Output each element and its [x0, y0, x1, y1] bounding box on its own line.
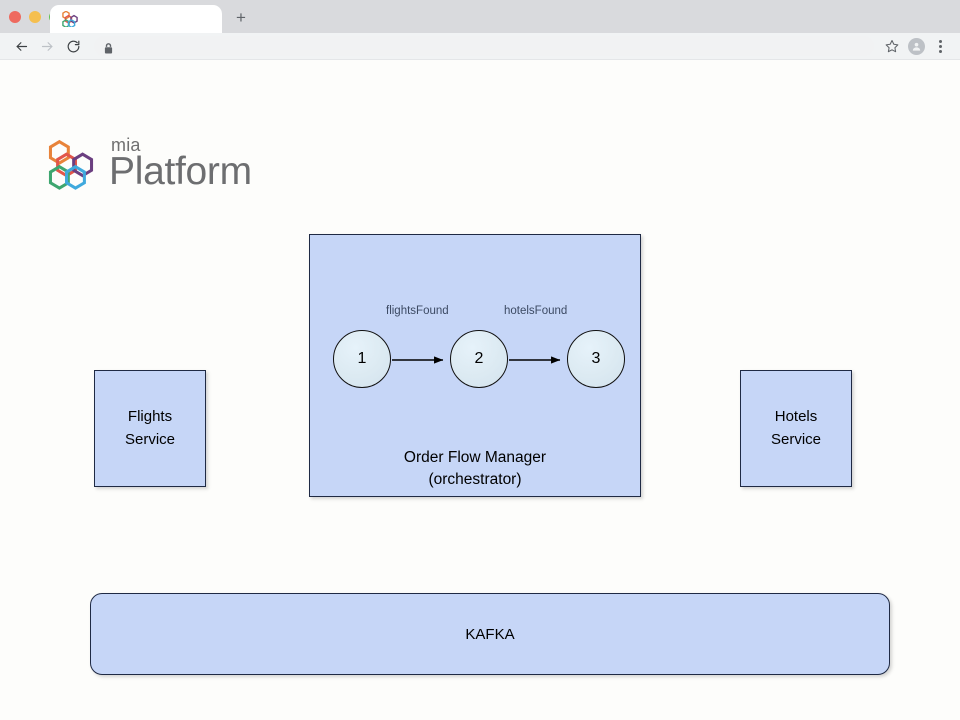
state-node-3: 3: [567, 330, 625, 388]
flights-service-label-line1: Flights: [127, 408, 173, 426]
state-node-1-label: 1: [357, 350, 367, 368]
order-flow-manager-label-line1: Order Flow Manager: [403, 449, 547, 466]
state-node-2: 2: [450, 330, 508, 388]
kafka-bus-box: KAFKA: [90, 593, 890, 675]
mia-platform-logo: mia Platform: [46, 136, 252, 191]
reload-icon[interactable]: [60, 33, 86, 59]
state-machine: 1 2 3 flightsFound hotelsFound: [310, 305, 640, 390]
close-window-button[interactable]: [9, 10, 21, 23]
edge-label-flights-found: flightsFound: [386, 305, 449, 317]
state-node-3-label: 3: [591, 350, 601, 368]
address-bar[interactable]: [94, 36, 874, 56]
hotels-service-label-line2: Service: [770, 430, 822, 448]
state-node-1: 1: [333, 330, 391, 388]
tab-favicon-icon: [62, 10, 78, 29]
edge-label-hotels-found: hotelsFound: [504, 305, 568, 317]
architecture-diagram: Flights Service: [0, 60, 960, 720]
tab-strip: +: [0, 0, 960, 33]
avatar: [907, 37, 925, 55]
browser-tab[interactable]: [50, 5, 222, 33]
profile-avatar-icon[interactable]: [904, 34, 928, 58]
star-icon[interactable]: [880, 34, 904, 58]
state-transition-arrows: [392, 356, 561, 364]
minimize-window-button[interactable]: [29, 10, 41, 23]
logo-platform-text: Platform: [109, 150, 252, 193]
back-icon[interactable]: [8, 33, 34, 59]
kebab-dots: [938, 39, 942, 53]
state-node-2-label: 2: [474, 350, 484, 368]
mia-platform-hexagons-icon: [46, 138, 96, 190]
flights-service-box: Flights Service: [94, 370, 206, 487]
logo-mia-text: mia: [111, 135, 141, 155]
order-flow-manager-label-line2: (orchestrator): [428, 471, 522, 489]
new-tab-button[interactable]: +: [236, 7, 246, 27]
page-content: mia Platform Flights Service: [0, 60, 960, 720]
browser-toolbar: [0, 33, 960, 60]
kafka-label: KAFKA: [465, 625, 515, 643]
hotels-service-box: Hotels Service: [740, 370, 852, 487]
forward-icon[interactable]: [34, 33, 60, 59]
order-flow-manager-caption: Order Flow Manager (orchestrator): [310, 447, 640, 492]
flights-service-label-line2: Service: [124, 430, 176, 448]
logo-wordmark: mia Platform: [109, 136, 252, 191]
order-flow-manager-box: 1 2 3 flightsFound hotelsFound Order Flo…: [309, 234, 641, 497]
kebab-menu-icon[interactable]: [928, 34, 952, 58]
hotels-service-label-line1: Hotels: [774, 408, 818, 426]
lock-icon: [104, 41, 113, 54]
